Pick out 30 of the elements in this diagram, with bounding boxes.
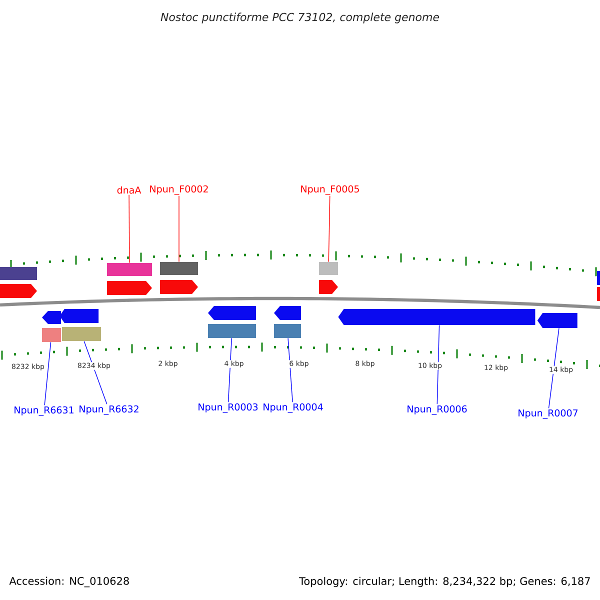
gene-feature	[274, 324, 301, 338]
gene-label: Npun_R6632	[80, 405, 138, 415]
title: Nostoc punctiforme PCC 73102, complete genome	[160, 12, 439, 24]
gene-feature	[62, 327, 101, 341]
gene-feature	[537, 313, 578, 328]
leader-line	[436, 324, 440, 404]
gene-label: Npun_R0003	[198, 403, 258, 413]
gene-label: Npun_R0004	[264, 403, 323, 413]
gene-label: Npun_R6631	[14, 406, 74, 416]
gene-feature	[338, 309, 536, 325]
gene-label: Npun_R0006	[408, 405, 467, 415]
accession-text: Accession: NC_010628	[9, 576, 129, 588]
leader-line	[548, 328, 560, 408]
leader-line	[228, 338, 232, 402]
leader-line	[288, 338, 293, 402]
gene-feature	[42, 328, 61, 342]
leader-line	[84, 340, 108, 404]
gene-label: dnaA	[117, 186, 142, 194]
gene-feature	[107, 263, 152, 276]
gene-feature	[160, 262, 198, 275]
gene-label: Npun_F0002	[150, 185, 208, 195]
gene-label: Npun_R0007	[518, 409, 578, 419]
genome-info-text: Topology: circular; Length: 8,234,322 bp; Genes: 6,187	[299, 576, 590, 588]
leader-line	[44, 342, 52, 406]
leader-line	[328, 196, 330, 262]
leader-line	[178, 196, 180, 262]
gene-feature	[208, 324, 256, 338]
leader-line	[128, 194, 130, 264]
gene-feature	[319, 262, 338, 275]
gene-label: Npun_F0005	[301, 185, 359, 195]
